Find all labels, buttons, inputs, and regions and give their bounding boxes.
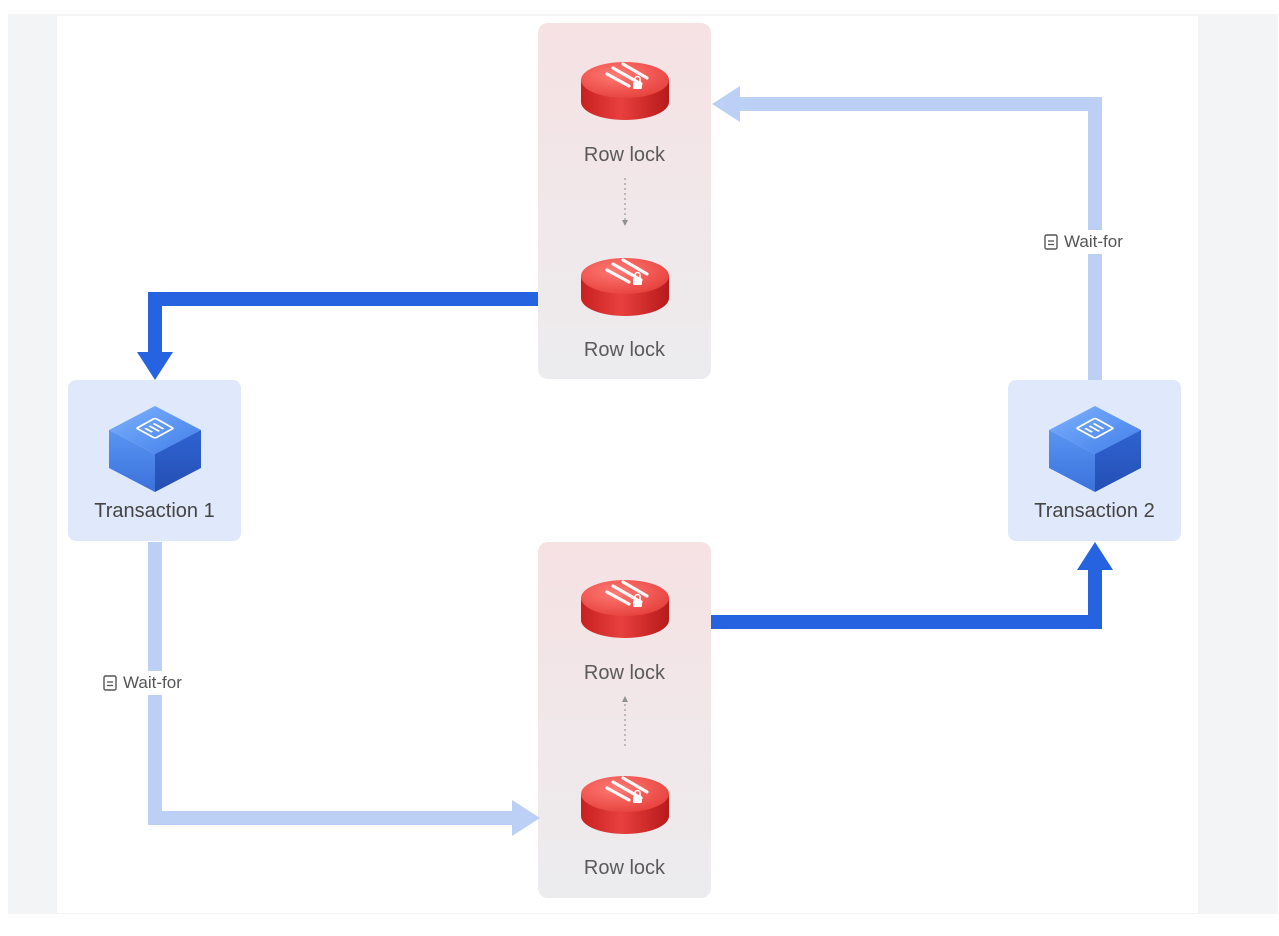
row-lock-label: Row lock [583,339,666,361]
held-arrowhead-tx1 [137,352,173,380]
transaction-cube-icon [109,406,201,492]
lock-link-bottom-head [622,696,628,702]
lock-link-top-head [622,220,628,226]
wait-for-label-tx2: Wait-for [1040,230,1127,254]
wait-for-text: Wait-for [1064,232,1123,251]
database-lock-icon [581,258,669,316]
transaction-1-label: Transaction 1 [94,500,215,522]
row-lock-label: Row lock [583,857,666,879]
database-lock-icon [581,580,669,638]
row-lock-label: Row lock [583,144,666,166]
document-icon [103,675,117,691]
wait-for-arrowhead-tx2 [712,86,740,122]
held-arrow-tx2 [711,570,1102,629]
wait-for-arrowhead-tx1 [512,800,540,836]
database-lock-icon [581,62,669,120]
wait-for-arrow-tx1 [148,542,512,825]
wait-for-arrow-tx2 [740,97,1102,380]
document-icon [1044,234,1058,250]
held-arrow-tx1 [148,292,538,352]
wait-for-text: Wait-for [123,673,182,692]
row-lock-label: Row lock [583,662,666,684]
held-arrowhead-tx2 [1077,542,1113,570]
wait-for-label-tx1: Wait-for [99,671,186,695]
transaction-cube-icon [1049,406,1141,492]
database-lock-icon [581,776,669,834]
transaction-2-label: Transaction 2 [1034,500,1155,522]
